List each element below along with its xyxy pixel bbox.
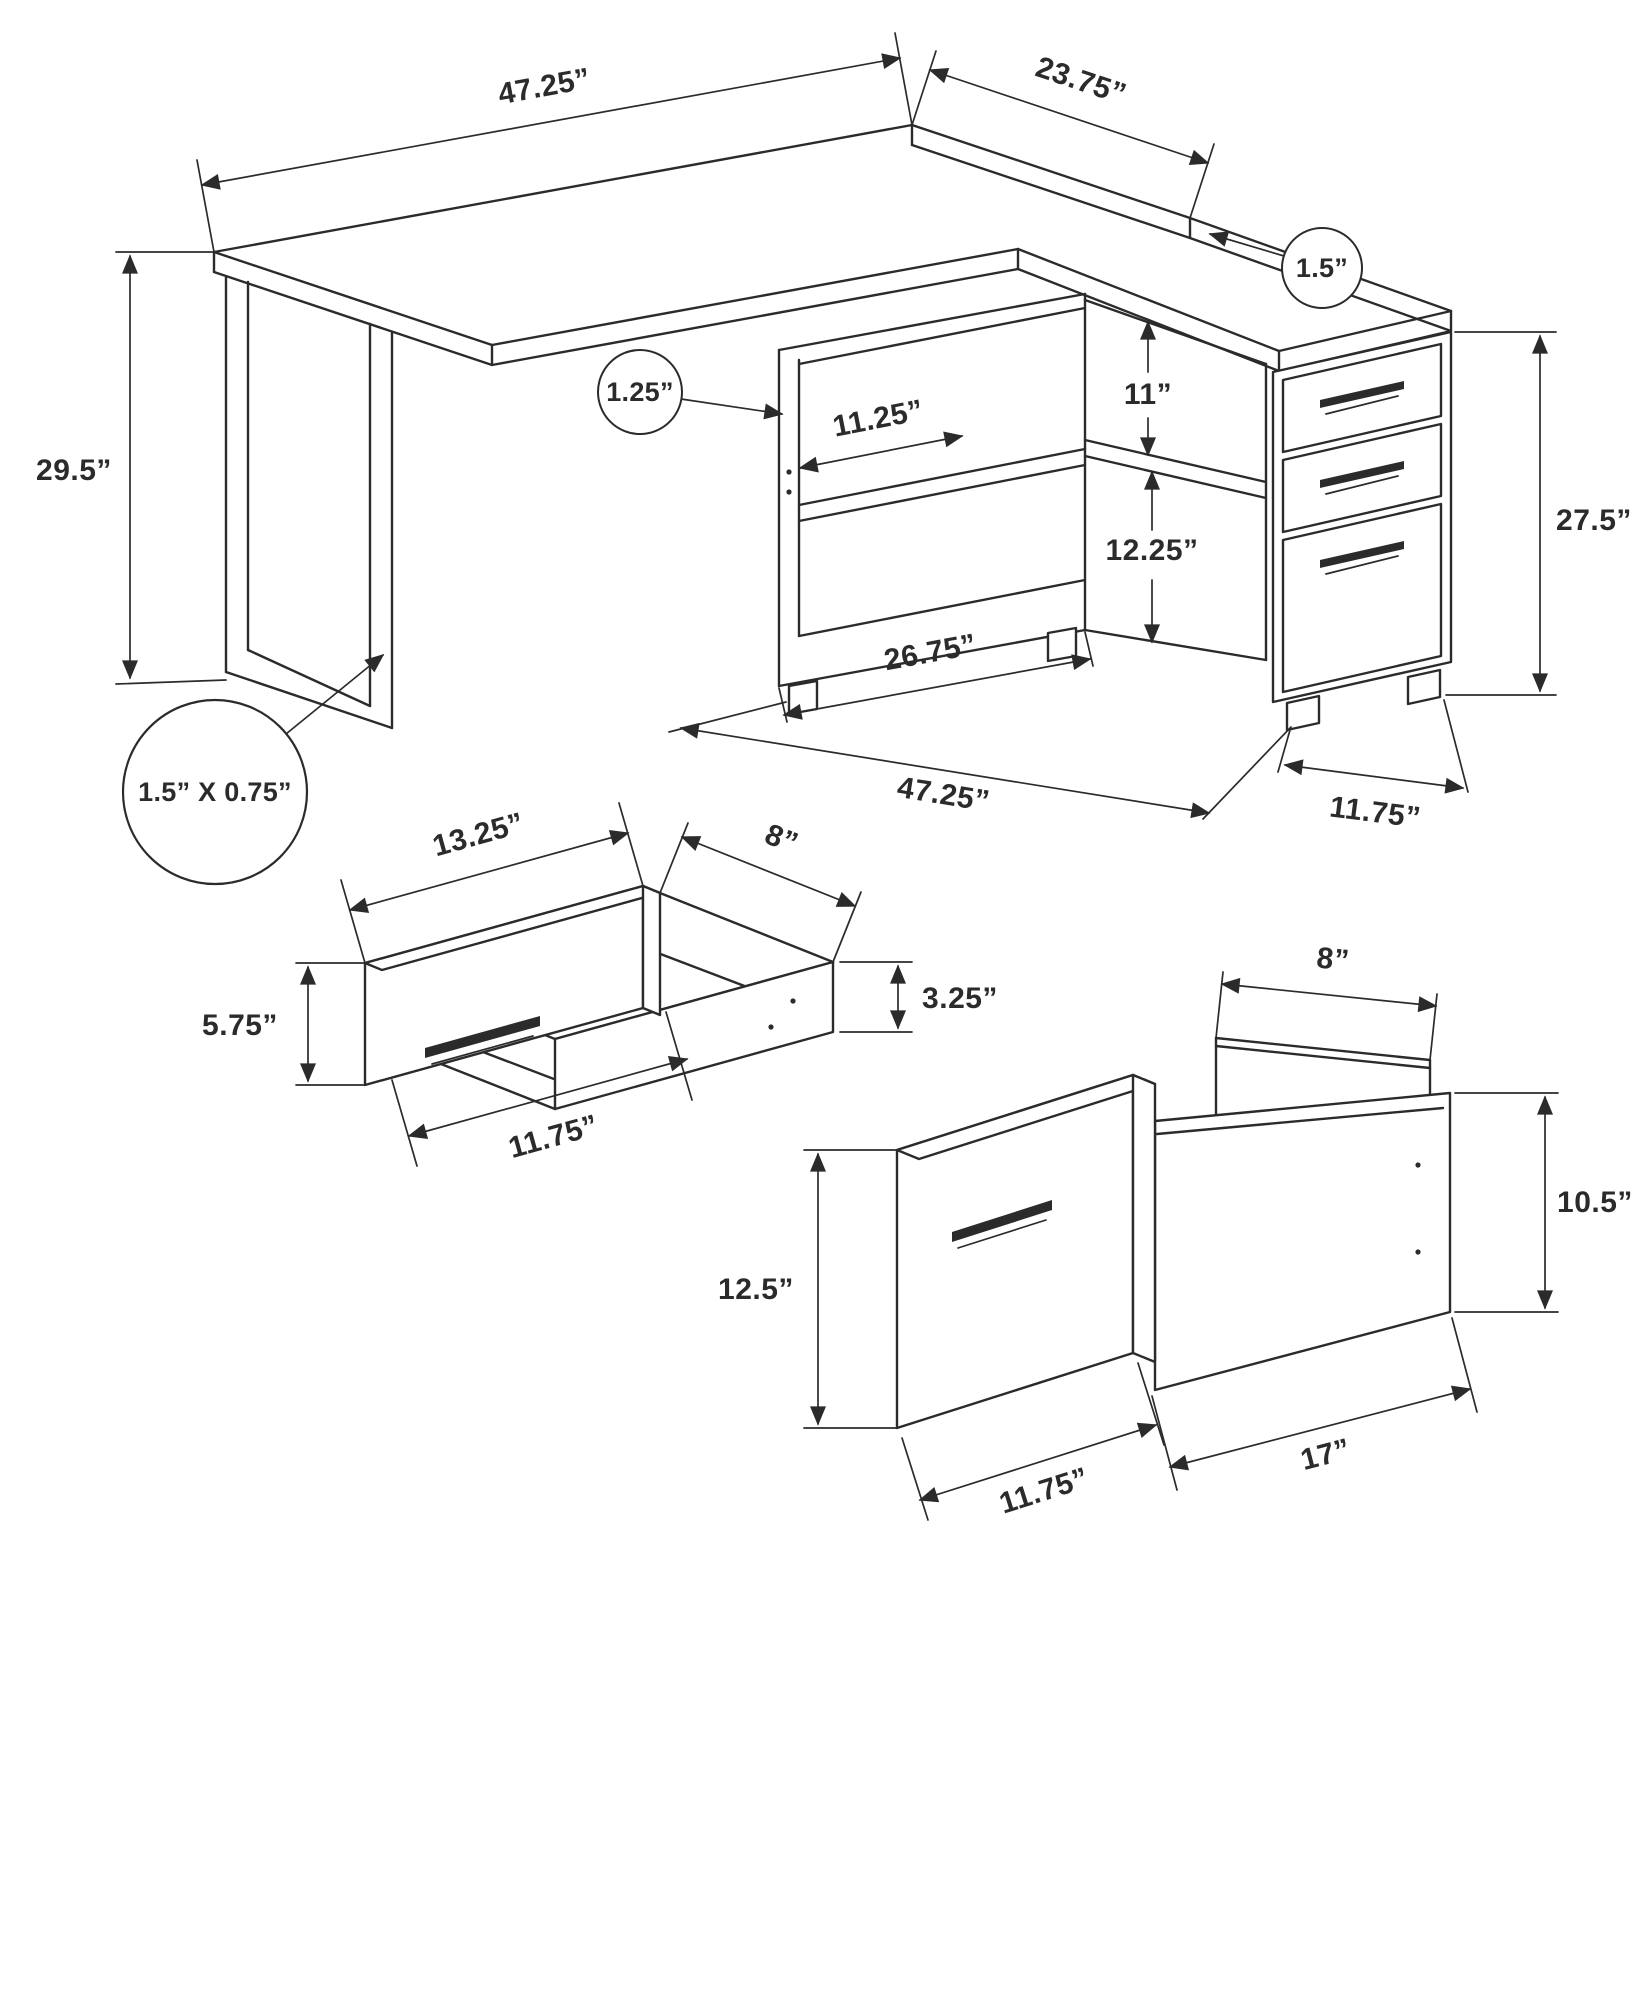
- dim-file-drawer-front-height: 12.5”: [718, 1273, 794, 1306]
- dim-upper-opening: 11”: [1124, 378, 1172, 411]
- dim-file-drawer-box-width: 11.75”: [996, 1461, 1093, 1520]
- dim-cabinet-depth: 11.75”: [1328, 790, 1423, 834]
- file-drawer-box: [1153, 1036, 1452, 1392]
- dim-base-width: 47.25”: [895, 771, 992, 818]
- dim-small-drawer-front-width: 13.25”: [429, 807, 528, 864]
- dim-file-drawer-back-width: 8”: [1315, 941, 1351, 977]
- dim-lower-opening: 12.25”: [1105, 534, 1198, 567]
- cabinet-foot-right: [1406, 668, 1442, 706]
- desk-metal-leg: [224, 275, 394, 730]
- shelf-foot-right: [1046, 626, 1078, 663]
- desk-top: [212, 123, 1453, 373]
- drawer-handle-2: [1320, 461, 1404, 488]
- callout-circle-panel-thickness: [597, 349, 683, 435]
- small-drawer-figure: 13.25” 8” 5.75” 3.25” 11.75”: [202, 802, 998, 1167]
- desk-figure: 47.25” 23.75” 1.5” 29.5” 1.25” 11.25”: [36, 32, 1632, 886]
- dim-cabinet-height: 27.5”: [1556, 504, 1632, 537]
- dim-shelf-width: 26.75”: [882, 628, 980, 677]
- file-drawer-figure: 8” 10.5” 12.5” 11.75” 17”: [718, 941, 1633, 1521]
- dim-desk-top-depth: 23.75”: [1032, 51, 1131, 112]
- dim-file-drawer-depth: 17”: [1297, 1433, 1354, 1478]
- dim-small-drawer-box-height: 3.25”: [922, 982, 998, 1015]
- dim-small-drawer-front-height: 5.75”: [202, 1009, 278, 1042]
- file-drawer-handle: [952, 1200, 1052, 1242]
- dim-top-thickness: 1.5”: [1296, 253, 1348, 283]
- small-drawer-handle: [425, 1016, 540, 1058]
- dim-small-drawer-box-width: 11.75”: [505, 1109, 602, 1165]
- dim-panel-thickness: 1.25”: [606, 377, 674, 407]
- dim-shelf-depth: 11.25”: [830, 394, 926, 444]
- cabinet-file-drawer: [1281, 502, 1443, 694]
- cabinet-drawer-2: [1281, 422, 1443, 534]
- desk-side-compartment: [1083, 298, 1268, 662]
- callout-circle-leg-tube: [121, 698, 309, 886]
- dim-desk-top-width: 47.25”: [496, 62, 593, 111]
- drawer-handle-3: [1320, 541, 1404, 568]
- dim-small-drawer-depth: 8”: [760, 818, 803, 861]
- cabinet-foot-left: [1285, 694, 1321, 732]
- dim-desk-height: 29.5”: [36, 454, 112, 487]
- dim-leg-tube: 1.5” X 0.75”: [138, 777, 292, 807]
- callout-circle-top-thickness: [1281, 227, 1363, 309]
- desk-drawer-cabinet: [1271, 330, 1453, 732]
- cabinet-drawer-1: [1281, 342, 1443, 454]
- dim-file-drawer-box-height: 10.5”: [1557, 1186, 1633, 1219]
- file-drawer-front-panel: [895, 1073, 1157, 1430]
- drawer-handle-1: [1320, 381, 1404, 408]
